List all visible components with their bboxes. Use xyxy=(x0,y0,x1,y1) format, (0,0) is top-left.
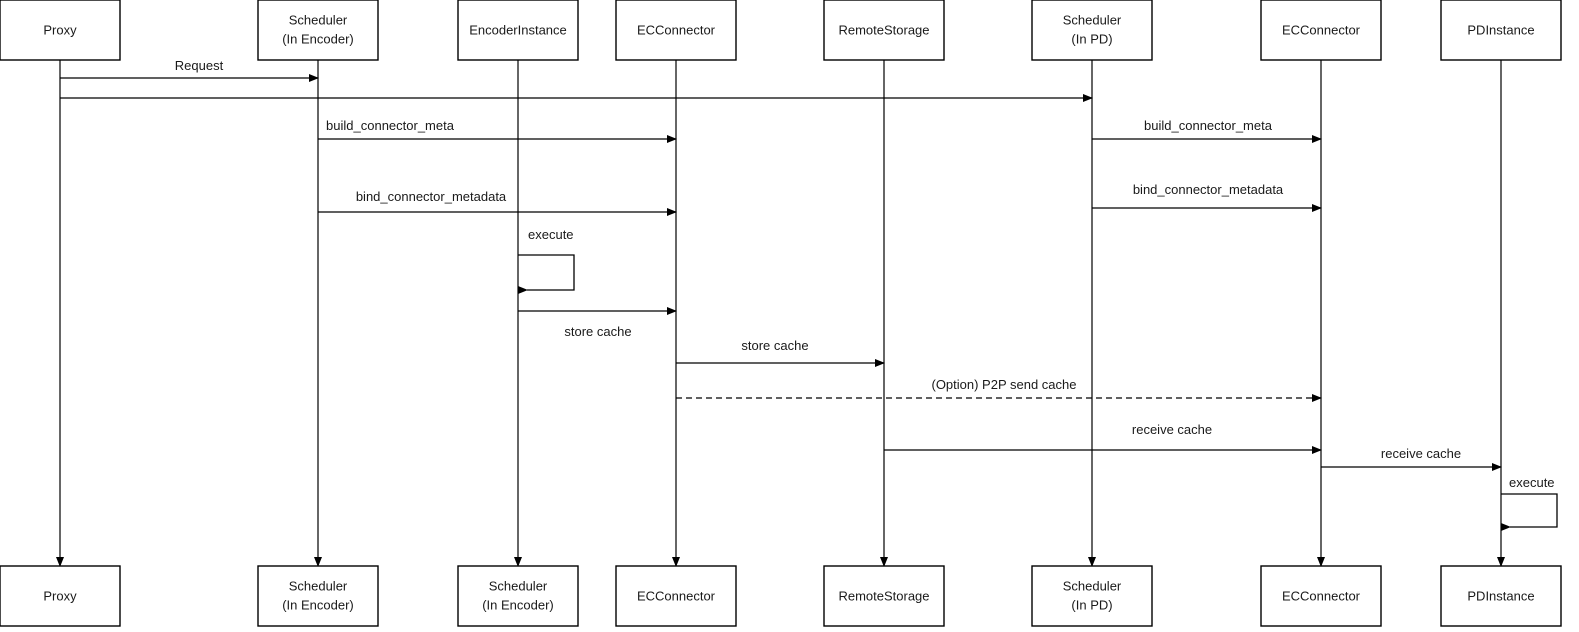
participant-box-frame xyxy=(1031,0,1153,61)
participant-label-line1: PDInstance xyxy=(1467,588,1534,603)
lifelines-group xyxy=(56,60,1505,567)
participant-label-line2: (In Encoder) xyxy=(282,31,354,46)
participant-box-pd-instance[interactable]: PDInstance xyxy=(1440,0,1562,61)
message-label-m6: bind_connector_metadata xyxy=(1133,182,1284,197)
participant-label-line1: Scheduler xyxy=(289,578,348,593)
participant-label-line1: Proxy xyxy=(43,22,77,37)
participant-box-scheduler-encoder-foot2[interactable]: Scheduler (In Encoder) xyxy=(457,565,579,627)
message-label-m3: build_connector_meta xyxy=(326,118,455,133)
message-label-m4: build_connector_meta xyxy=(1144,118,1273,133)
participant-box-frame xyxy=(0,565,121,627)
participant-box-remote-storage-foot[interactable]: RemoteStorage xyxy=(823,565,945,627)
participant-box-encoder-instance[interactable]: EncoderInstance xyxy=(457,0,579,61)
participant-label-line1: ECConnector xyxy=(1282,22,1361,37)
participant-label-line1: Proxy xyxy=(43,588,77,603)
participant-header-boxes: Proxy Scheduler (In Encoder) EncoderInstanc… xyxy=(0,0,1562,61)
message-label-m7: store cache xyxy=(564,324,631,339)
participant-box-frame xyxy=(1440,0,1562,61)
participant-box-frame xyxy=(615,565,737,627)
participant-box-frame xyxy=(615,0,737,61)
participant-box-ecconnector-enc[interactable]: ECConnector xyxy=(615,0,737,61)
message-label-m8: store cache xyxy=(741,338,808,353)
participant-label-line1: Scheduler xyxy=(289,12,348,27)
participant-box-frame xyxy=(457,565,579,627)
participant-label-line1: ECConnector xyxy=(637,22,716,37)
participant-label-line1: Scheduler xyxy=(489,578,548,593)
participant-box-scheduler-pd-foot[interactable]: Scheduler (In PD) xyxy=(1031,565,1153,627)
participant-footer-boxes: Proxy Scheduler (In Encoder) Scheduler (In E… xyxy=(0,565,1562,627)
message-label-m10: receive cache xyxy=(1132,422,1212,437)
message-label-m9: (Option) P2P send cache xyxy=(931,377,1076,392)
participant-box-scheduler-encoder[interactable]: Scheduler (In Encoder) xyxy=(257,0,379,61)
participant-label-line1: RemoteStorage xyxy=(838,588,929,603)
self-messages-group: execute execute xyxy=(518,227,1558,531)
self-message-label-s2: execute xyxy=(1509,475,1555,490)
participant-box-frame xyxy=(1260,0,1382,61)
participant-label-line1: ECConnector xyxy=(637,588,716,603)
self-message-loop-s2 xyxy=(1501,493,1558,531)
participant-label-line1: Scheduler xyxy=(1063,12,1122,27)
participant-label-line2: (In PD) xyxy=(1071,597,1112,612)
participant-label-line2: (In PD) xyxy=(1071,31,1112,46)
participant-box-scheduler-pd[interactable]: Scheduler (In PD) xyxy=(1031,0,1153,61)
participant-box-frame xyxy=(1031,565,1153,627)
participant-box-frame xyxy=(823,565,945,627)
participant-box-frame xyxy=(457,0,579,61)
self-message-label-s1: execute xyxy=(528,227,574,242)
self-message-loop-s1 xyxy=(518,254,575,294)
participant-label-line2: (In Encoder) xyxy=(482,597,554,612)
participant-box-proxy-foot[interactable]: Proxy xyxy=(0,565,121,627)
participant-box-pd-instance-foot[interactable]: PDInstance xyxy=(1440,565,1562,627)
messages-group: Request build_connector_meta build_connect… xyxy=(60,58,1502,471)
participant-box-ecconnector-pd[interactable]: ECConnector xyxy=(1260,0,1382,61)
message-label-m1: Request xyxy=(175,58,224,73)
participant-box-frame xyxy=(0,0,121,61)
participant-label-line2: (In Encoder) xyxy=(282,597,354,612)
participant-box-proxy[interactable]: Proxy xyxy=(0,0,121,61)
participant-box-frame xyxy=(257,565,379,627)
participant-box-frame xyxy=(1440,565,1562,627)
participant-box-frame xyxy=(257,0,379,61)
participant-box-remote-storage[interactable]: RemoteStorage xyxy=(823,0,945,61)
message-label-m5: bind_connector_metadata xyxy=(356,189,507,204)
participant-box-scheduler-encoder-foot[interactable]: Scheduler (In Encoder) xyxy=(257,565,379,627)
participant-box-frame xyxy=(823,0,945,61)
participant-label-line1: EncoderInstance xyxy=(469,22,567,37)
participant-label-line1: PDInstance xyxy=(1467,22,1534,37)
participant-box-frame xyxy=(1260,565,1382,627)
participant-box-ecconnector-enc-foot[interactable]: ECConnector xyxy=(615,565,737,627)
participant-label-line1: ECConnector xyxy=(1282,588,1361,603)
message-label-m11: receive cache xyxy=(1381,446,1461,461)
participant-label-line1: RemoteStorage xyxy=(838,22,929,37)
participant-label-line1: Scheduler xyxy=(1063,578,1122,593)
participant-box-ecconnector-pd-foot[interactable]: ECConnector xyxy=(1260,565,1382,627)
